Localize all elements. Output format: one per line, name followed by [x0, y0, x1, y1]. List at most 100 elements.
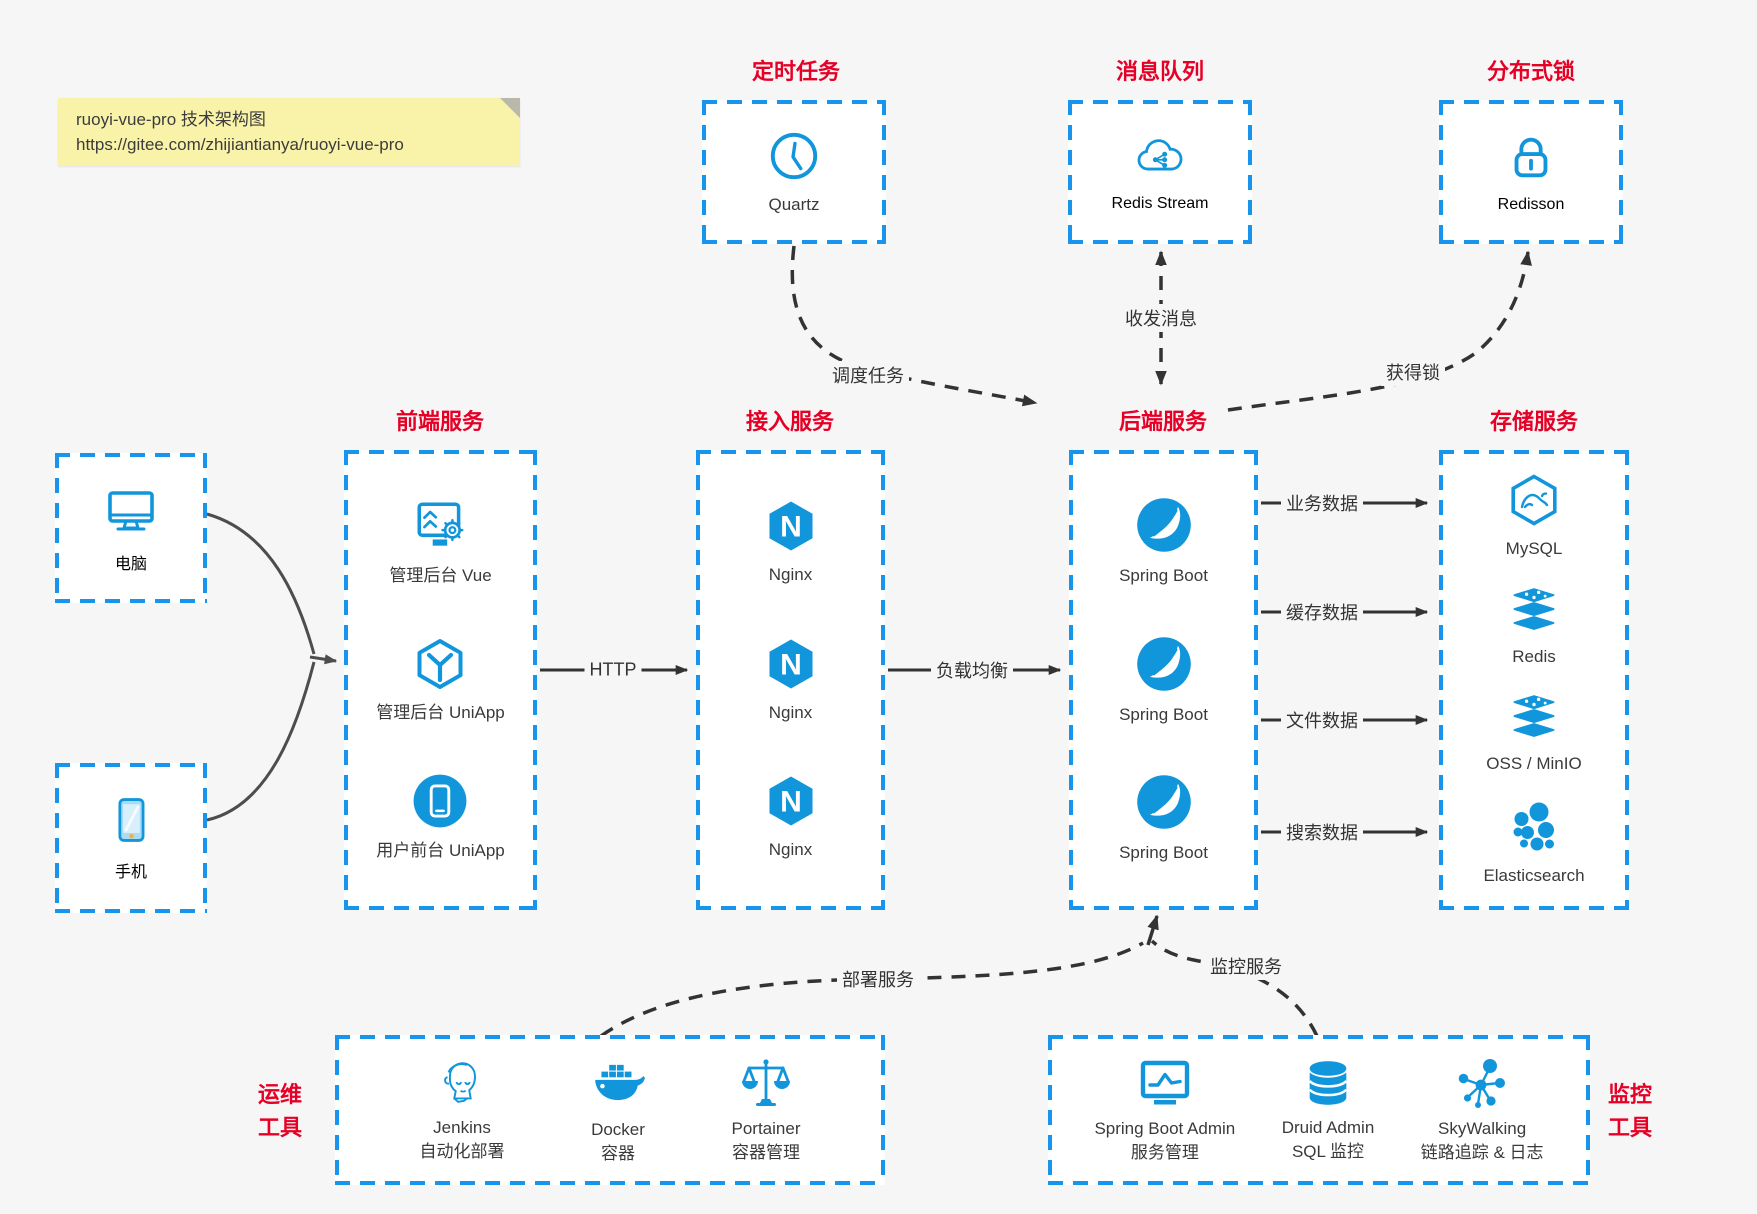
edge-label-cache-data: 缓存数据	[1281, 598, 1363, 626]
druid-database-icon	[1301, 1056, 1355, 1110]
node-label: Spring Boot	[1119, 704, 1208, 724]
edge-label-load-balance: 负载均衡	[931, 656, 1013, 684]
node-label: Quartz	[768, 195, 820, 214]
edge-label-file-data: 文件数据	[1281, 706, 1363, 734]
note-fold-corner	[500, 98, 520, 118]
group-title-lock: 分布式锁	[1486, 59, 1575, 84]
clock-icon	[767, 129, 821, 183]
node-spring-boot-2: Spring Boot	[1119, 634, 1208, 727]
portainer-icon	[738, 1055, 794, 1111]
node-label: Nginx	[768, 839, 813, 859]
desktop-icon	[103, 482, 159, 538]
node-label: Nginx	[768, 702, 813, 722]
node-mysql: MySQL	[1505, 472, 1563, 561]
cloud-message-icon	[1131, 131, 1189, 183]
sticky-note: ruoyi-vue-pro 技术架构图 https://gitee.com/zh…	[58, 98, 520, 166]
node-label: Redis Stream	[1111, 195, 1209, 212]
node-admin-uniapp: 管理后台 UniApp	[376, 636, 505, 725]
nginx-icon: N	[763, 636, 819, 692]
node-label: OSS / MinIO	[1486, 754, 1582, 774]
note-title: ruoyi-vue-pro 技术架构图	[76, 110, 266, 129]
note-url: https://gitee.com/zhijiantianya/ruoyi-vu…	[76, 135, 404, 154]
edge-label-business-data: 业务数据	[1281, 489, 1363, 517]
node-spring-boot-1: Spring Boot	[1119, 495, 1208, 588]
group-title-ops: 运维 工具	[257, 1082, 302, 1140]
uniapp-cube-icon	[412, 636, 468, 692]
nginx-icon: N	[763, 498, 819, 554]
admin-vue-icon	[412, 497, 470, 555]
node-oss-minio: OSS / MinIO	[1486, 691, 1582, 776]
spring-boot-admin-icon	[1137, 1055, 1193, 1111]
backend-services-box: Spring Boot Spring Boot Spring Boot	[1069, 450, 1258, 910]
nginx-icon: N	[763, 773, 819, 829]
lock-icon	[1504, 130, 1558, 184]
edge-label-deploy: 部署服务	[837, 965, 919, 993]
edge-label-monitor: 监控服务	[1205, 952, 1287, 980]
mysql-icon	[1506, 472, 1562, 528]
edge-label-schedule: 调度任务	[827, 361, 909, 389]
group-title-backend: 后端服务	[1118, 409, 1207, 434]
group-title-scheduler: 定时任务	[751, 59, 840, 84]
node-label: 管理后台 Vue	[389, 566, 492, 586]
node-label: Elasticsearch	[1483, 865, 1585, 885]
redis-icon	[1506, 584, 1562, 636]
node-label: Spring Boot	[1119, 842, 1208, 862]
node-label: 电脑	[114, 556, 147, 573]
node-label: Redisson	[1497, 196, 1565, 213]
node-elasticsearch: Elasticsearch	[1483, 799, 1585, 888]
node-mobile-client: 手机	[55, 763, 207, 913]
group-title-storage: 存储服务	[1489, 409, 1578, 434]
spring-boot-icon	[1134, 634, 1194, 694]
group-title-gateway: 接入服务	[745, 409, 834, 434]
node-label: 手机	[114, 864, 147, 881]
node-nginx-3: N Nginx	[763, 773, 819, 862]
node-admin-vue: 管理后台 Vue	[389, 497, 492, 588]
spring-boot-icon	[1134, 772, 1194, 832]
node-label: Nginx	[768, 565, 813, 585]
node-label: MySQL	[1505, 539, 1563, 559]
group-title-monitoring: 监控 工具	[1607, 1082, 1652, 1140]
skywalking-icon	[1454, 1055, 1510, 1111]
node-label: 管理后台 UniApp	[376, 702, 505, 722]
storage-services-box: MySQL Redis	[1439, 450, 1629, 910]
node-user-uniapp: 用户前台 UniApp	[376, 772, 505, 863]
node-label: 用户前台 UniApp	[376, 840, 505, 860]
node-redisson: Redisson	[1439, 100, 1623, 244]
group-title-frontend: 前端服务	[395, 409, 484, 434]
frontend-services-box: 管理后台 Vue 管理后台 UniApp 用户前台 UniApp	[344, 450, 537, 910]
node-spring-boot-3: Spring Boot	[1119, 772, 1208, 865]
group-title-mq: 消息队列	[1115, 59, 1204, 84]
oss-minio-icon	[1506, 691, 1562, 743]
svg-text:N: N	[780, 785, 802, 818]
gateway-services-box: N Nginx N Nginx N Nginx	[696, 450, 885, 910]
node-quartz: Quartz	[702, 100, 886, 244]
smartphone-icon	[105, 794, 157, 846]
edge-label-http: HTTP	[584, 658, 642, 682]
svg-text:N: N	[780, 511, 802, 544]
user-app-icon	[411, 772, 469, 830]
jenkins-icon	[435, 1056, 489, 1110]
node-redis: Redis	[1506, 584, 1562, 669]
node-nginx-2: N Nginx	[763, 636, 819, 725]
edge-label-search-data: 搜索数据	[1281, 818, 1363, 846]
node-redis-stream: Redis Stream	[1068, 100, 1252, 244]
docker-icon	[589, 1054, 647, 1112]
node-label: Spring Boot	[1119, 566, 1208, 586]
node-pc-client: 电脑	[55, 453, 207, 603]
spring-boot-icon	[1134, 495, 1194, 555]
edge-label-message: 收发消息	[1120, 304, 1202, 332]
